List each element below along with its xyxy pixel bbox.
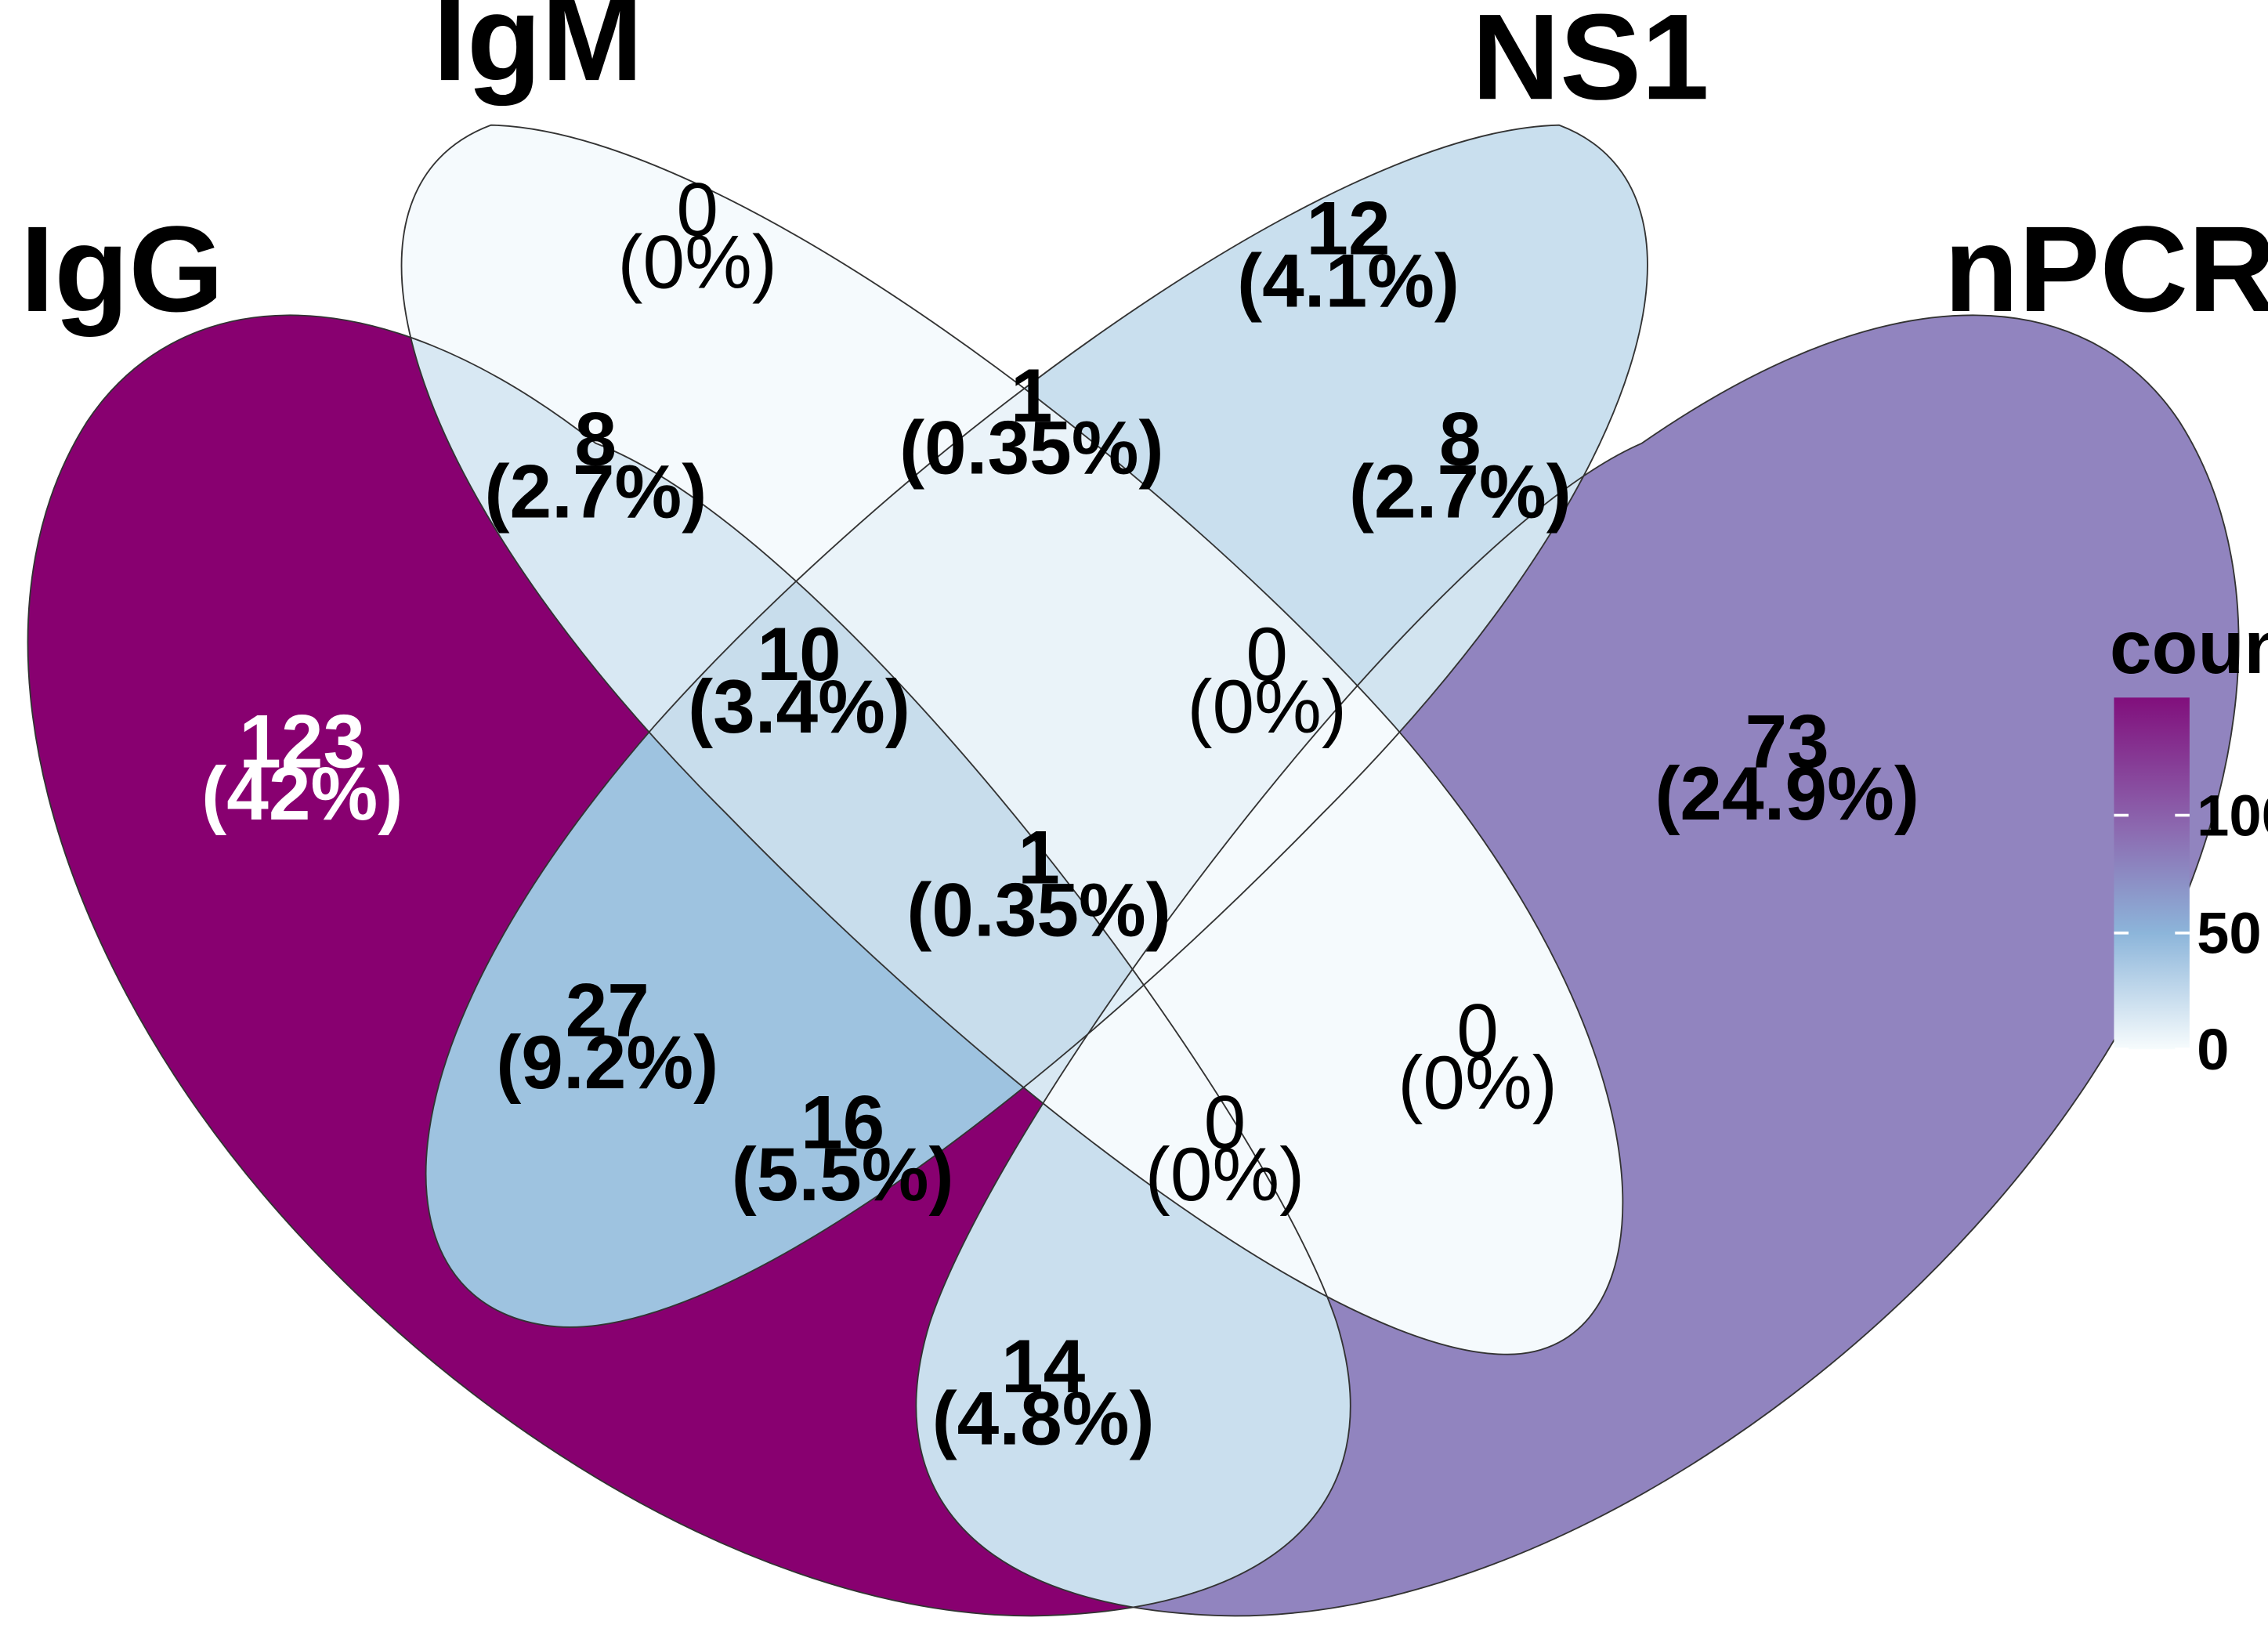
region-percent: (24.9%) bbox=[1655, 752, 1919, 836]
region-label-igm-npcr: 0(0%) bbox=[1398, 989, 1557, 1125]
legend: count 100 50 0 bbox=[2110, 606, 2268, 1082]
region-percent: (4.8%) bbox=[932, 1377, 1155, 1461]
legend-colorbar bbox=[2114, 697, 2190, 1050]
region-label-npcr-only: 73(24.9%) bbox=[1655, 700, 1919, 836]
legend-tick-0: 0 bbox=[2197, 1017, 2229, 1082]
region-percent: (0.35%) bbox=[899, 407, 1164, 490]
region-count: 1 bbox=[1018, 816, 1060, 900]
region-count: 1 bbox=[1011, 354, 1053, 438]
region-label-igg-igm: 8(2.7%) bbox=[484, 398, 707, 534]
region-percent: (0%) bbox=[1398, 1041, 1557, 1125]
region-percent: (0%) bbox=[617, 220, 777, 304]
region-label-igg-only: 123(42%) bbox=[201, 700, 403, 836]
region-count: 8 bbox=[575, 398, 617, 482]
legend-title: count bbox=[2110, 606, 2268, 689]
region-label-igm-ns1-npcr: 0(0%) bbox=[1187, 613, 1347, 749]
region-count: 0 bbox=[1246, 613, 1288, 697]
region-labels: 123(42%)0(0%)12(4.1%)73(24.9%)8(2.7%)1(0… bbox=[201, 168, 1919, 1461]
region-count: 16 bbox=[801, 1080, 884, 1164]
region-percent: (0%) bbox=[1145, 1133, 1305, 1217]
region-label-ns1-npcr: 8(2.7%) bbox=[1349, 398, 1572, 534]
set-label-npcr: nPCR bbox=[1944, 201, 2268, 338]
region-label-igg-ns1: 27(9.2%) bbox=[496, 968, 718, 1105]
set-labels: IgG IgM NS1 nPCR bbox=[20, 0, 2268, 338]
region-percent: (2.7%) bbox=[1349, 450, 1572, 534]
region-count: 27 bbox=[566, 968, 649, 1052]
region-percent: (5.5%) bbox=[732, 1133, 954, 1217]
region-label-ns1-only: 12(4.1%) bbox=[1237, 187, 1460, 324]
region-count: 123 bbox=[239, 700, 365, 783]
region-label-all-four: 1(0.35%) bbox=[906, 816, 1171, 953]
region-label-igm-only: 0(0%) bbox=[617, 168, 777, 305]
legend-tick-50: 50 bbox=[2197, 901, 2262, 966]
set-label-igg: IgG bbox=[20, 201, 224, 338]
region-percent: (2.7%) bbox=[484, 450, 707, 534]
region-count: 0 bbox=[676, 168, 718, 252]
legend-tick-100: 100 bbox=[2197, 783, 2268, 849]
region-count: 0 bbox=[1456, 989, 1499, 1073]
region-count: 73 bbox=[1745, 700, 1829, 783]
region-count: 14 bbox=[1001, 1325, 1086, 1409]
region-count: 10 bbox=[757, 613, 841, 697]
region-label-igg-npcr: 14(4.8%) bbox=[932, 1325, 1155, 1461]
region-count: 0 bbox=[1204, 1080, 1246, 1164]
region-percent: (9.2%) bbox=[496, 1021, 718, 1105]
region-label-igm-ns1: 1(0.35%) bbox=[899, 354, 1164, 490]
region-percent: (3.4%) bbox=[688, 665, 910, 749]
region-percent: (42%) bbox=[201, 752, 403, 836]
region-label-igg-igm-ns1: 10(3.4%) bbox=[688, 613, 910, 749]
region-label-igg-igm-npcr: 0(0%) bbox=[1145, 1080, 1305, 1217]
region-percent: (4.1%) bbox=[1237, 239, 1460, 323]
region-percent: (0%) bbox=[1187, 665, 1347, 749]
region-percent: (0.35%) bbox=[906, 869, 1171, 953]
region-count: 8 bbox=[1439, 398, 1481, 482]
region-count: 12 bbox=[1306, 187, 1390, 271]
set-label-ns1: NS1 bbox=[1472, 0, 1709, 125]
set-label-igm: IgM bbox=[433, 0, 643, 107]
region-label-igg-ns1-npcr: 16(5.5%) bbox=[732, 1080, 954, 1217]
